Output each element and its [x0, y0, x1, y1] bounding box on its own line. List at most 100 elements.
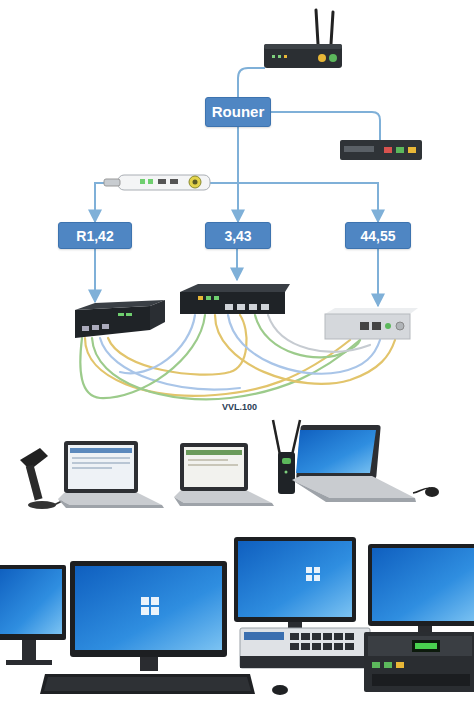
modem-device — [384, 147, 392, 153]
laptop-computer — [186, 450, 242, 455]
network-box: 44,55 — [345, 222, 411, 249]
desktop-monitor — [238, 541, 352, 617]
media-converter — [360, 322, 369, 330]
desktop-monitor — [368, 544, 474, 634]
network-switch — [345, 633, 354, 640]
server-unit — [396, 662, 404, 668]
desktop-monitor — [372, 548, 474, 621]
laptop-computer — [188, 459, 228, 461]
network-switch — [240, 628, 370, 668]
laptop-computer — [72, 462, 130, 464]
laptop-computer — [58, 499, 164, 508]
usb-adapter — [104, 175, 210, 190]
device-arrow — [377, 249, 379, 306]
router-device — [316, 10, 318, 44]
network-cable — [215, 315, 395, 384]
network-link — [237, 127, 239, 222]
laptop-computer — [184, 447, 244, 487]
media-converter — [396, 322, 404, 330]
router-device — [272, 55, 275, 58]
network-switch — [225, 304, 233, 310]
desktop-monitor — [141, 597, 149, 605]
router-device — [264, 44, 342, 68]
laptop-computer — [188, 464, 238, 466]
box-label: R1,42 — [76, 228, 113, 244]
network-switch — [82, 326, 89, 331]
network-switch — [244, 632, 284, 640]
desktop-monitor — [75, 566, 222, 650]
modem-device — [340, 140, 422, 160]
network-switch — [290, 643, 299, 650]
modem-device — [408, 147, 416, 153]
network-switch — [301, 643, 310, 650]
laptop-computer — [292, 480, 416, 502]
router-device — [329, 54, 337, 62]
network-switch — [118, 313, 124, 316]
desktop-monitor — [0, 569, 62, 634]
media-converter — [385, 323, 391, 329]
network-switch — [334, 643, 343, 650]
modem-device — [340, 140, 422, 160]
server-unit — [368, 636, 472, 656]
network-switch — [261, 304, 269, 310]
usb-adapter — [148, 179, 153, 184]
network-switch — [240, 628, 370, 668]
wireless-access-point — [273, 420, 300, 494]
network-box: R1,42 — [58, 222, 132, 249]
desktop-monitor — [141, 607, 149, 615]
wireless-access-point — [282, 458, 291, 464]
usb-adapter — [118, 175, 210, 190]
network-switch — [323, 633, 332, 640]
server-unit — [364, 632, 474, 692]
desktop-monitor — [234, 537, 356, 630]
desktop-monitor — [151, 597, 159, 605]
router-device — [318, 54, 326, 62]
router-wire — [270, 112, 380, 140]
usb-adapter — [158, 179, 166, 184]
box-label: Rouner — [212, 104, 265, 120]
network-switch — [345, 643, 354, 650]
laptop-computer — [292, 425, 439, 502]
usb-adapter — [170, 179, 178, 184]
network-switch — [198, 296, 203, 300]
usb-adapter — [189, 176, 201, 188]
router-wire — [238, 68, 265, 97]
wireless-access-point — [285, 471, 288, 474]
network-switch — [180, 292, 285, 314]
desktop-monitor — [44, 677, 251, 691]
server-unit — [364, 632, 474, 692]
desktop-monitor — [6, 660, 52, 665]
server-unit — [412, 640, 440, 652]
desktop-monitor — [314, 567, 320, 573]
box-label: 3,43 — [224, 228, 251, 244]
network-switch — [180, 284, 290, 292]
wireless-access-point — [273, 420, 280, 455]
media-converter — [325, 314, 410, 339]
laptop-computer — [174, 443, 274, 506]
network-switch — [290, 633, 299, 640]
network-switch — [312, 643, 321, 650]
desktop-monitor — [306, 567, 312, 573]
desktop-monitor — [22, 640, 36, 662]
barcode-scanner — [28, 501, 56, 509]
desktop-monitor — [151, 607, 159, 615]
usb-adapter — [104, 179, 120, 186]
desktop-monitor — [234, 537, 356, 622]
server-unit — [372, 674, 470, 686]
laptop-computer — [174, 497, 274, 506]
router-device — [264, 10, 342, 68]
box-label: 44,55 — [360, 228, 395, 244]
barcode-scanner — [26, 465, 43, 501]
modem-device — [396, 147, 404, 153]
router-device — [284, 55, 287, 58]
network-switch — [102, 324, 109, 329]
network-cable — [92, 338, 360, 399]
network-switch — [150, 300, 165, 330]
router-device — [331, 12, 333, 44]
cable-label: VVL.100 — [222, 402, 257, 412]
laptop-computer — [174, 491, 272, 503]
desktop-monitor — [40, 674, 255, 694]
network-link — [95, 127, 238, 222]
media-converter — [325, 308, 418, 339]
network-switch — [290, 633, 354, 650]
